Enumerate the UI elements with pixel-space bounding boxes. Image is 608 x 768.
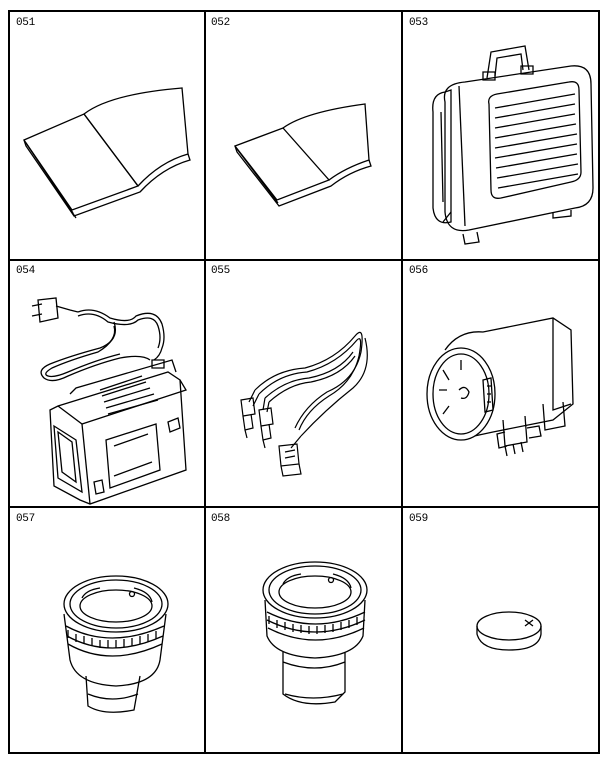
grid-divider (10, 506, 598, 508)
lithium-battery-icon (403, 508, 600, 754)
part-cell-053: 053 (403, 12, 600, 259)
part-number: 055 (211, 265, 230, 277)
part-cell-055: 055 (205, 260, 401, 506)
part-cell-059: 059 (403, 508, 600, 754)
part-number: 057 (16, 513, 35, 525)
part-cell-058: 058 (205, 508, 401, 754)
part-cell-054: 054 (10, 260, 204, 506)
part-number: 053 (409, 17, 428, 29)
wide-conversion-lens-icon (10, 508, 204, 754)
part-number: 051 (16, 17, 35, 29)
parts-grid: 051 052 053 (8, 10, 600, 754)
part-number: 054 (16, 265, 35, 277)
ac-adapter-charger-icon (10, 260, 204, 506)
part-cell-052: 052 (205, 12, 401, 259)
manual-large-icon (10, 12, 204, 259)
part-cell-056: 056 (403, 260, 600, 506)
part-cell-057: 057 (10, 508, 204, 754)
av-cable-icon (205, 260, 401, 506)
grid-divider (204, 12, 206, 752)
part-cell-051: 051 (10, 12, 204, 259)
video-light-icon (403, 260, 600, 506)
part-number: 056 (409, 265, 428, 277)
grid-divider (10, 259, 598, 261)
part-number: 058 (211, 513, 230, 525)
part-number: 059 (409, 513, 428, 525)
grid-divider (401, 12, 403, 752)
tele-conversion-lens-icon (205, 508, 401, 754)
part-number: 052 (211, 17, 230, 29)
manual-small-icon (205, 12, 401, 259)
carrying-case-icon (403, 12, 600, 259)
